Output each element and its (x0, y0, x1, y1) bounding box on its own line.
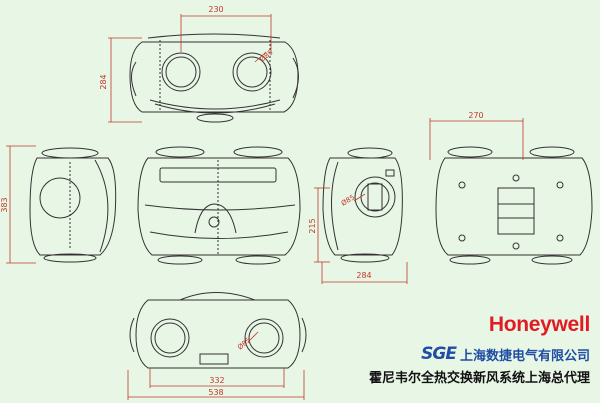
top-view (129, 33, 299, 123)
top-port-right (232, 52, 272, 92)
dim-port-top: Ø85 (258, 48, 274, 63)
dim-port-right: Ø85 (340, 193, 356, 207)
dim-bottom-total: 538 (208, 388, 223, 397)
dim-port-bottom: Ø85 (236, 336, 252, 351)
company-name: 上海数捷电气有限公司 (459, 348, 590, 364)
dim-top-width: 230 (208, 5, 223, 14)
dim-back-width: 270 (468, 111, 483, 120)
back-view (435, 146, 593, 265)
front-view (137, 146, 301, 265)
left-port (39, 177, 81, 219)
left-view (29, 147, 117, 263)
bottom-port-left (150, 318, 190, 358)
right-port (354, 176, 396, 218)
bottom-port-right (244, 318, 284, 358)
top-port-left (161, 52, 201, 92)
bottom-view (129, 292, 307, 369)
back-panel (497, 187, 535, 235)
dim-side-height: 383 (0, 197, 9, 212)
dim-right-width: 284 (356, 271, 371, 280)
agent-text: 霍尼韦尔全热交换新风系统上海总代理 (368, 371, 590, 386)
dim-top-height: 284 (99, 74, 108, 89)
dim-bottom-inner: 332 (209, 376, 224, 385)
sge-logo: SGE (421, 344, 457, 364)
honeywell-logo: Honeywell (488, 313, 590, 336)
right-view (322, 147, 403, 263)
sge-company-row: SGE 上海数捷电气有限公司 (421, 344, 590, 364)
dim-right-depth: 215 (308, 218, 317, 233)
